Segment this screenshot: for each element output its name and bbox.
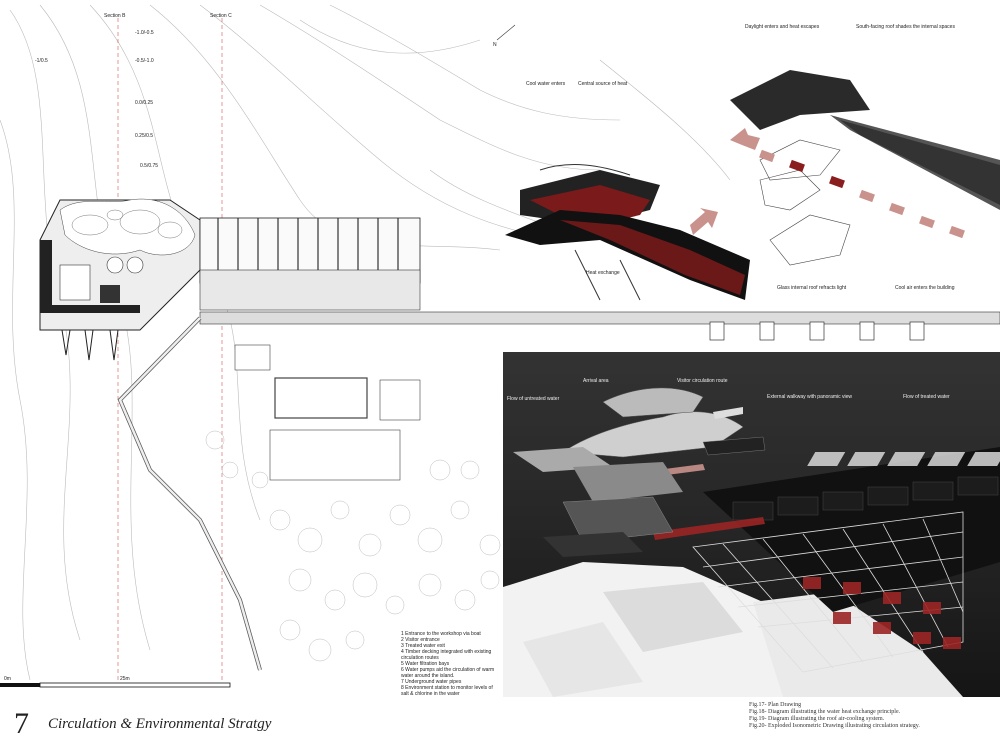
pavilions	[709, 321, 925, 341]
scale-bar	[0, 682, 231, 688]
walkway	[117, 311, 1000, 671]
figure-caption: Fig.20- Exploded Isonometric Drawing ill…	[749, 723, 920, 729]
legend-item: 6 Water pumps aid the circulation of war…	[401, 667, 495, 679]
north-arrow-icon	[496, 24, 516, 41]
lower-buildings	[234, 344, 421, 481]
roof-panels	[703, 447, 1000, 612]
central-heat-label: Central source of heat	[578, 81, 628, 87]
walkway-label: External walkway with panoramic view	[767, 394, 853, 400]
scale-label: 0m	[4, 676, 11, 682]
legend-item: 4 Timber decking integrated with existin…	[401, 649, 492, 661]
trees	[205, 430, 501, 662]
contour-label: -0.5/-1.0	[135, 58, 154, 64]
section-c-label: Section C	[210, 13, 232, 19]
legend-item: 1 Entrance to the workshop via boat	[401, 631, 481, 637]
figure-caption: Fig.19- Diagram illustrating the roof ai…	[749, 716, 885, 722]
arrival-area-label: Arrival area	[583, 378, 609, 384]
figure-caption: Fig.18- Diagram illustrating the water h…	[749, 709, 901, 715]
contour-label: 0.0/0.25	[135, 100, 154, 106]
contour-label: -1.0/-0.5	[135, 30, 154, 36]
treated-water-label: Flow of treated water	[903, 394, 950, 400]
contour-label: 0.25/0.5	[135, 133, 154, 139]
plan-legend: 1 Entrance to the workshop via boat 2 Vi…	[401, 631, 501, 697]
heat-exchange-label: Heat exchange	[586, 270, 620, 276]
legend-item: 3 Treated water exit	[401, 643, 445, 649]
legend-item: 7 Underground water pipes	[401, 679, 462, 685]
untreated-water-label: Flow of untreated water	[507, 396, 560, 402]
page-number: 7	[14, 707, 29, 740]
filtration-bays	[199, 217, 421, 311]
north-label: N	[493, 42, 497, 48]
legend-item: 8 Environment station to monitor levels …	[401, 685, 493, 697]
scale-label: 25m	[120, 676, 130, 682]
visitor-route-label: Visitor circulation route	[677, 378, 728, 384]
figure-caption: Fig.17- Plan Drawing	[749, 702, 802, 708]
legend-item: 2 Visitor entrance	[401, 637, 440, 643]
heat-exchange-diagram	[505, 164, 750, 301]
isometric-render: Flow of untreated water Arrival area Vis…	[503, 352, 1000, 697]
cool-air-label: Cool air enters the building	[895, 285, 955, 291]
south-roof-label: South-facing roof shades the internal sp…	[856, 24, 955, 30]
render-svg	[503, 352, 1000, 697]
building-plan	[39, 198, 201, 361]
cool-water-label: Cool water enters	[526, 81, 566, 87]
contour-label: 0.5/0.75	[140, 163, 159, 169]
section-lines	[117, 18, 223, 680]
legend-item: 5 Water filtration bays	[401, 661, 450, 667]
daylight-label: Daylight enters and heat escapes	[745, 24, 820, 30]
contour-label: -1/0.5	[35, 58, 48, 64]
glass-roof-label: Glass internal roof refracts light	[777, 285, 847, 291]
glass-structure	[692, 511, 964, 673]
figure-captions: Fig.17- Plan Drawing Fig.18- Diagram ill…	[749, 702, 999, 730]
page-title: Circulation & Environmental Stratgy	[48, 716, 272, 732]
roof-cooling-diagram	[730, 70, 1000, 266]
section-b-label: Section B	[104, 13, 126, 19]
exploded-building	[513, 387, 766, 557]
